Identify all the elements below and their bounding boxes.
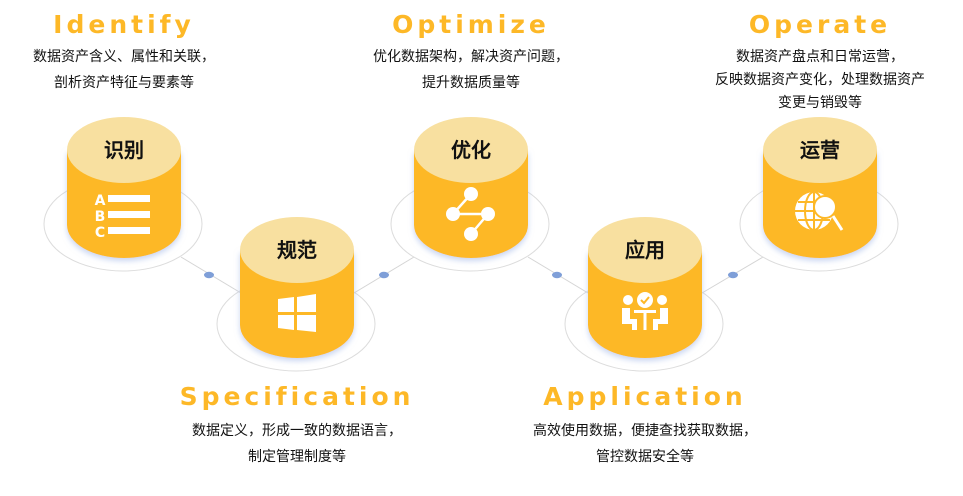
stage-specification-text: Specification 数据定义，形成一致的数据语言， 制定管理制度等 bbox=[180, 382, 415, 465]
stage-optimize-text: Optimize 优化数据架构，解决资产问题， 提升数据质量等 bbox=[373, 10, 569, 91]
abc-list-icon: ABC bbox=[95, 193, 150, 241]
stage-label: 优化 bbox=[451, 138, 491, 162]
stage-label: 规范 bbox=[277, 238, 317, 262]
stage-desc-line: 高效使用数据，便捷查找获取数据， bbox=[533, 422, 757, 439]
cylinder-top bbox=[588, 217, 702, 283]
stage-title: Specification bbox=[180, 382, 415, 411]
connector-dot bbox=[379, 271, 389, 279]
stage-optimize: 优化 bbox=[390, 117, 550, 272]
cylinder-top bbox=[414, 117, 528, 183]
connector-dots bbox=[204, 271, 738, 279]
stage-application-text: Application 高效使用数据，便捷查找获取数据， 管控数据安全等 bbox=[533, 382, 757, 465]
stage-desc-line: 管控数据安全等 bbox=[596, 448, 694, 465]
icon-letter: B bbox=[95, 209, 106, 225]
connector-dot bbox=[552, 271, 562, 279]
stage-identify: 识别 ABC bbox=[43, 117, 203, 272]
stage-desc-line: 制定管理制度等 bbox=[248, 448, 346, 465]
stage-label: 运营 bbox=[800, 138, 840, 162]
share-nodes-icon bbox=[446, 187, 495, 241]
stage-desc-line: 数据资产盘点和日常运营， bbox=[736, 48, 904, 65]
stage-application: 应用 bbox=[564, 217, 724, 372]
connector-dot bbox=[728, 271, 738, 279]
stage-desc-line: 剖析资产特征与要素等 bbox=[54, 74, 194, 91]
globe-search-icon bbox=[795, 191, 844, 231]
stage-label: 应用 bbox=[625, 238, 665, 262]
icon-letter: A bbox=[95, 193, 106, 209]
stage-desc-line: 变更与销毁等 bbox=[778, 94, 862, 111]
stage-identify-text: Identify 数据资产含义、属性和关联， 剖析资产特征与要素等 bbox=[33, 10, 215, 91]
stage-title: Operate bbox=[749, 10, 891, 39]
stage-specification: 规范 bbox=[216, 217, 376, 372]
icon-letter: C bbox=[95, 225, 105, 241]
stage-desc-line: 提升数据质量等 bbox=[422, 74, 520, 91]
windows-grid-icon bbox=[278, 294, 316, 332]
stage-title: Identify bbox=[53, 10, 195, 39]
stage-desc-line: 反映数据资产变化，处理数据资产 bbox=[715, 72, 925, 88]
stage-desc-line: 数据资产含义、属性和关联， bbox=[33, 49, 215, 65]
cylinder-top bbox=[67, 117, 181, 183]
connector-dot bbox=[204, 271, 214, 279]
stage-operate-text: Operate 数据资产盘点和日常运营， 反映数据资产变化，处理数据资产 变更与… bbox=[715, 10, 925, 111]
stage-title: Optimize bbox=[392, 10, 550, 39]
stage-desc-line: 优化数据架构，解决资产问题， bbox=[373, 49, 569, 65]
stage-title: Application bbox=[543, 382, 746, 411]
cylinder-top bbox=[763, 117, 877, 183]
cylinder-top bbox=[240, 217, 354, 283]
stage-operate: 运营 bbox=[739, 117, 899, 272]
people-check-icon bbox=[622, 292, 668, 330]
stage-label: 识别 bbox=[104, 138, 144, 162]
stage-desc-line: 数据定义，形成一致的数据语言， bbox=[192, 423, 402, 439]
